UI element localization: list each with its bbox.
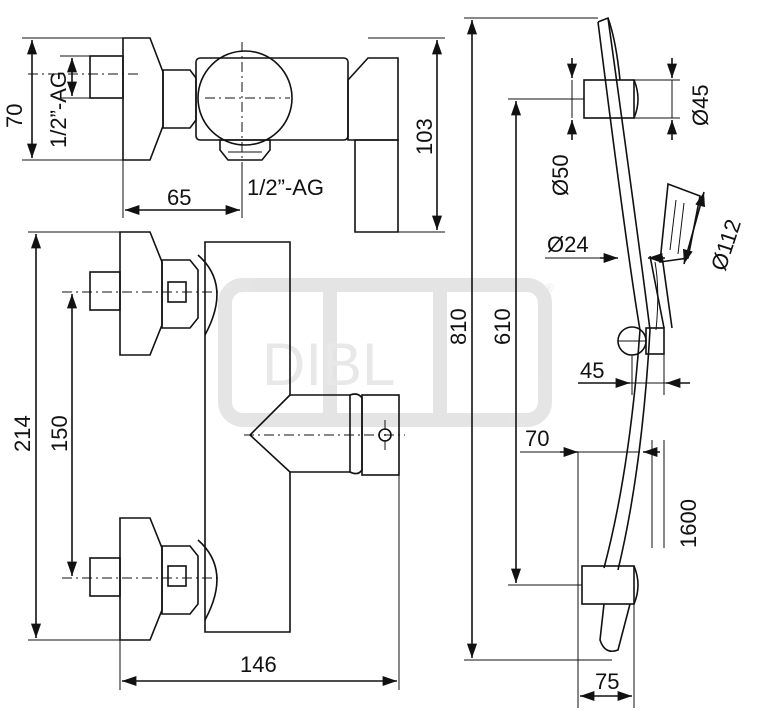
hand-shower-handle-right — [661, 255, 673, 329]
front-upper-inlet — [89, 271, 121, 311]
dim-d24-label: Ø24 — [547, 232, 589, 257]
dim-45-label: 45 — [580, 358, 604, 383]
dim-65-label: 65 — [167, 185, 191, 210]
shower-rail — [581, 16, 701, 653]
top-body — [195, 57, 349, 141]
dim-d112-label: Ø112 — [706, 216, 746, 273]
rail-right-edge — [607, 17, 651, 571]
dim-thread-left-label: 1/2”-AG — [46, 71, 71, 148]
front-upper-nut — [161, 259, 199, 329]
rail-bottom-cap — [599, 603, 631, 653]
dim-70-label: 70 — [525, 426, 549, 451]
top-hex-nut — [162, 69, 197, 129]
dim-thread-bottom-label: 1/2”-AG — [247, 175, 324, 200]
top-lever-base — [347, 57, 399, 141]
front-lower-nut — [161, 545, 199, 615]
top-dimensions: 70 1/2”-AG 65 1/2”-AG 103 — [2, 37, 445, 233]
dim-75-label: 75 — [595, 669, 619, 694]
top-view — [28, 37, 399, 233]
front-outlet-v — [248, 394, 291, 473]
dim-d45-diam-label: Ø45 — [688, 84, 713, 126]
hand-shower-head — [659, 182, 701, 263]
dim-214-label: 214 — [10, 415, 35, 452]
front-handle-curve — [349, 393, 363, 475]
front-upper-crescent — [197, 254, 218, 336]
dim-610-label: 610 — [490, 308, 515, 345]
front-lower-crescent — [197, 539, 218, 621]
dim-103-label: 103 — [412, 118, 437, 155]
rail-dimensions: 810 610 Ø50 Ø45 Ø24 Ø112 45 — [446, 17, 746, 708]
watermark-logo: DIBL ® — [218, 278, 554, 427]
dim-d50-label: Ø50 — [548, 154, 573, 196]
hand-shower-handle-left — [649, 255, 665, 329]
top-flange — [122, 37, 164, 161]
dim-146-label: 146 — [240, 652, 277, 677]
watermark-registered-mark: ® — [545, 281, 554, 295]
front-lower-flange — [119, 517, 163, 641]
rail-bottom-bracket — [581, 565, 635, 605]
front-dimensions: 214 150 146 — [10, 231, 400, 690]
front-view — [62, 231, 405, 641]
front-lower-inlet — [89, 557, 121, 597]
dim-150-label: 150 — [47, 415, 72, 452]
top-lever-handle — [354, 139, 399, 233]
rail-bottom-bracket-cap — [633, 565, 639, 605]
top-valve-circle — [197, 50, 293, 146]
front-upper-flange — [119, 231, 163, 356]
top-outlet-nipple — [219, 139, 271, 161]
dim-d70-label: 70 — [2, 104, 27, 128]
top-inlet-stub — [89, 55, 124, 99]
rail-top-bracket-cap — [633, 79, 639, 119]
dim-1600-label: 1600 — [676, 499, 701, 548]
watermark-text: DIBL — [262, 331, 395, 398]
dim-810-label: 810 — [446, 308, 471, 345]
